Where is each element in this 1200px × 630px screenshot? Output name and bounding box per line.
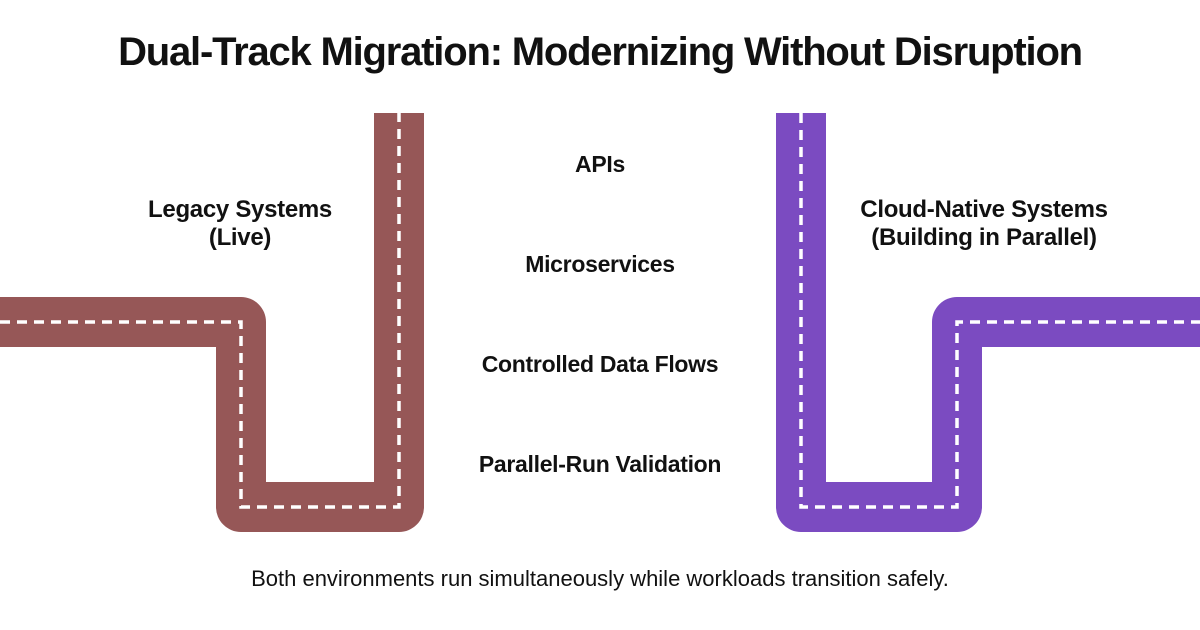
bridge-item-parallel-run-validation: Parallel-Run Validation xyxy=(478,451,722,477)
footer-caption: Both environments run simultaneously whi… xyxy=(251,566,949,591)
page-title: Dual-Track Migration: Modernizing Withou… xyxy=(118,30,1083,74)
bridge-item-apis: APIs xyxy=(575,151,625,177)
cloud-track-label-line1: Cloud-Native Systems xyxy=(860,196,1108,223)
cloud-track-label-line2: (Building in Parallel) xyxy=(871,224,1097,251)
cloud-track-label: Cloud-Native Systems (Building in Parall… xyxy=(860,196,1108,252)
legacy-road-lane-dashes xyxy=(0,113,401,509)
bridge-item-microservices: Microservices xyxy=(525,251,675,277)
legacy-road xyxy=(0,113,424,532)
legacy-track-label-line2: (Live) xyxy=(208,224,272,251)
bridge-item-controlled-data-flows: Controlled Data Flows xyxy=(481,351,719,377)
cloud-road-lane-dashes xyxy=(799,113,1200,509)
cloud-road xyxy=(776,113,1200,532)
legacy-track-label: Legacy Systems (Live) xyxy=(148,196,332,252)
legacy-track-label-line1: Legacy Systems xyxy=(148,196,332,223)
